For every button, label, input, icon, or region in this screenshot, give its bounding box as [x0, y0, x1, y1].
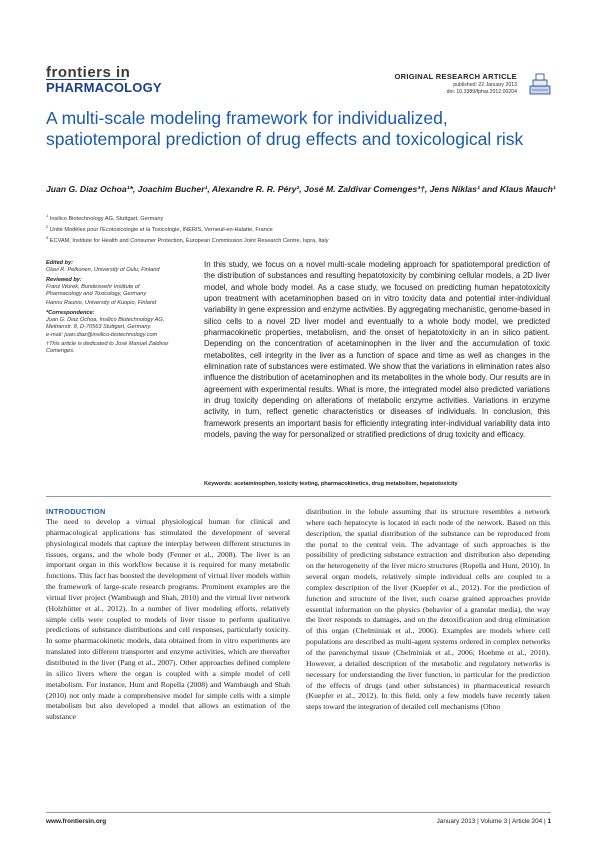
- section-heading: INTRODUCTION: [46, 507, 106, 516]
- reviewed-by-label: Reviewed by:: [46, 276, 82, 283]
- affiliation-3: 3 ECVAM, Institute for Health and Consum…: [46, 235, 329, 244]
- published-date: published: 22 January 2013: [453, 82, 517, 88]
- reviewer: Franz Worek, Bundeswehr Institute of Pha…: [46, 283, 147, 298]
- journal-logo-top: frontiers in: [46, 64, 131, 81]
- edited-by-label: Edited by:: [46, 260, 74, 266]
- editorial-sidebar: Edited by: Olavi R. Pelkonen, University…: [46, 260, 176, 358]
- affiliation-2: 2 Unité Modèles pour l'Ecotoxicologie et…: [46, 224, 273, 233]
- footer-divider: [46, 812, 551, 813]
- intro-column-2: distribution in the lobule assuming that…: [306, 507, 550, 712]
- editor: Olavi R. Pelkonen, University of Oulu, F…: [46, 267, 160, 274]
- logo-divider: [46, 79, 126, 80]
- correspondence-label: *Correspondence:: [46, 309, 95, 316]
- author-list: Juan G. Diaz Ochoa¹*, Joachim Bucher¹, A…: [46, 184, 556, 194]
- doi: doi: 10.3389/fphar.2012.00204: [446, 89, 517, 95]
- pharmacology-journal-icon: [529, 73, 551, 95]
- journal-logo-bottom: PHARMACOLOGY: [46, 80, 162, 95]
- issue-info: January 2013 | Volume 3 | Article 204 | …: [436, 818, 551, 825]
- correspondence-address: Juan G. Diaz Ochoa, Insilico Biotechnolo…: [46, 317, 165, 331]
- reviewer: Hannu Raunio, University of Kuopio, Finl…: [46, 300, 157, 307]
- article-title: A multi-scale modeling framework for ind…: [46, 108, 524, 149]
- journal-website[interactable]: www.frontiersin.org: [46, 818, 107, 825]
- article-type: ORIGINAL RESEARCH ARTICLE: [394, 72, 517, 81]
- abstract: In this study, we focus on a novel multi…: [204, 260, 550, 440]
- correspondence-email[interactable]: e-mail: juan.diaz@insilico-biotechnology…: [46, 331, 158, 338]
- affiliation-1: 1 Insilico Biotechnology AG, Stuttgart, …: [46, 213, 164, 222]
- dedication-note: †This article is dedicated to José Manue…: [46, 340, 169, 355]
- intro-column-1: The need to develop a virtual physiologi…: [46, 517, 290, 722]
- section-divider: [46, 496, 551, 497]
- keywords: Keywords: acetaminophen, toxicity testin…: [204, 481, 458, 487]
